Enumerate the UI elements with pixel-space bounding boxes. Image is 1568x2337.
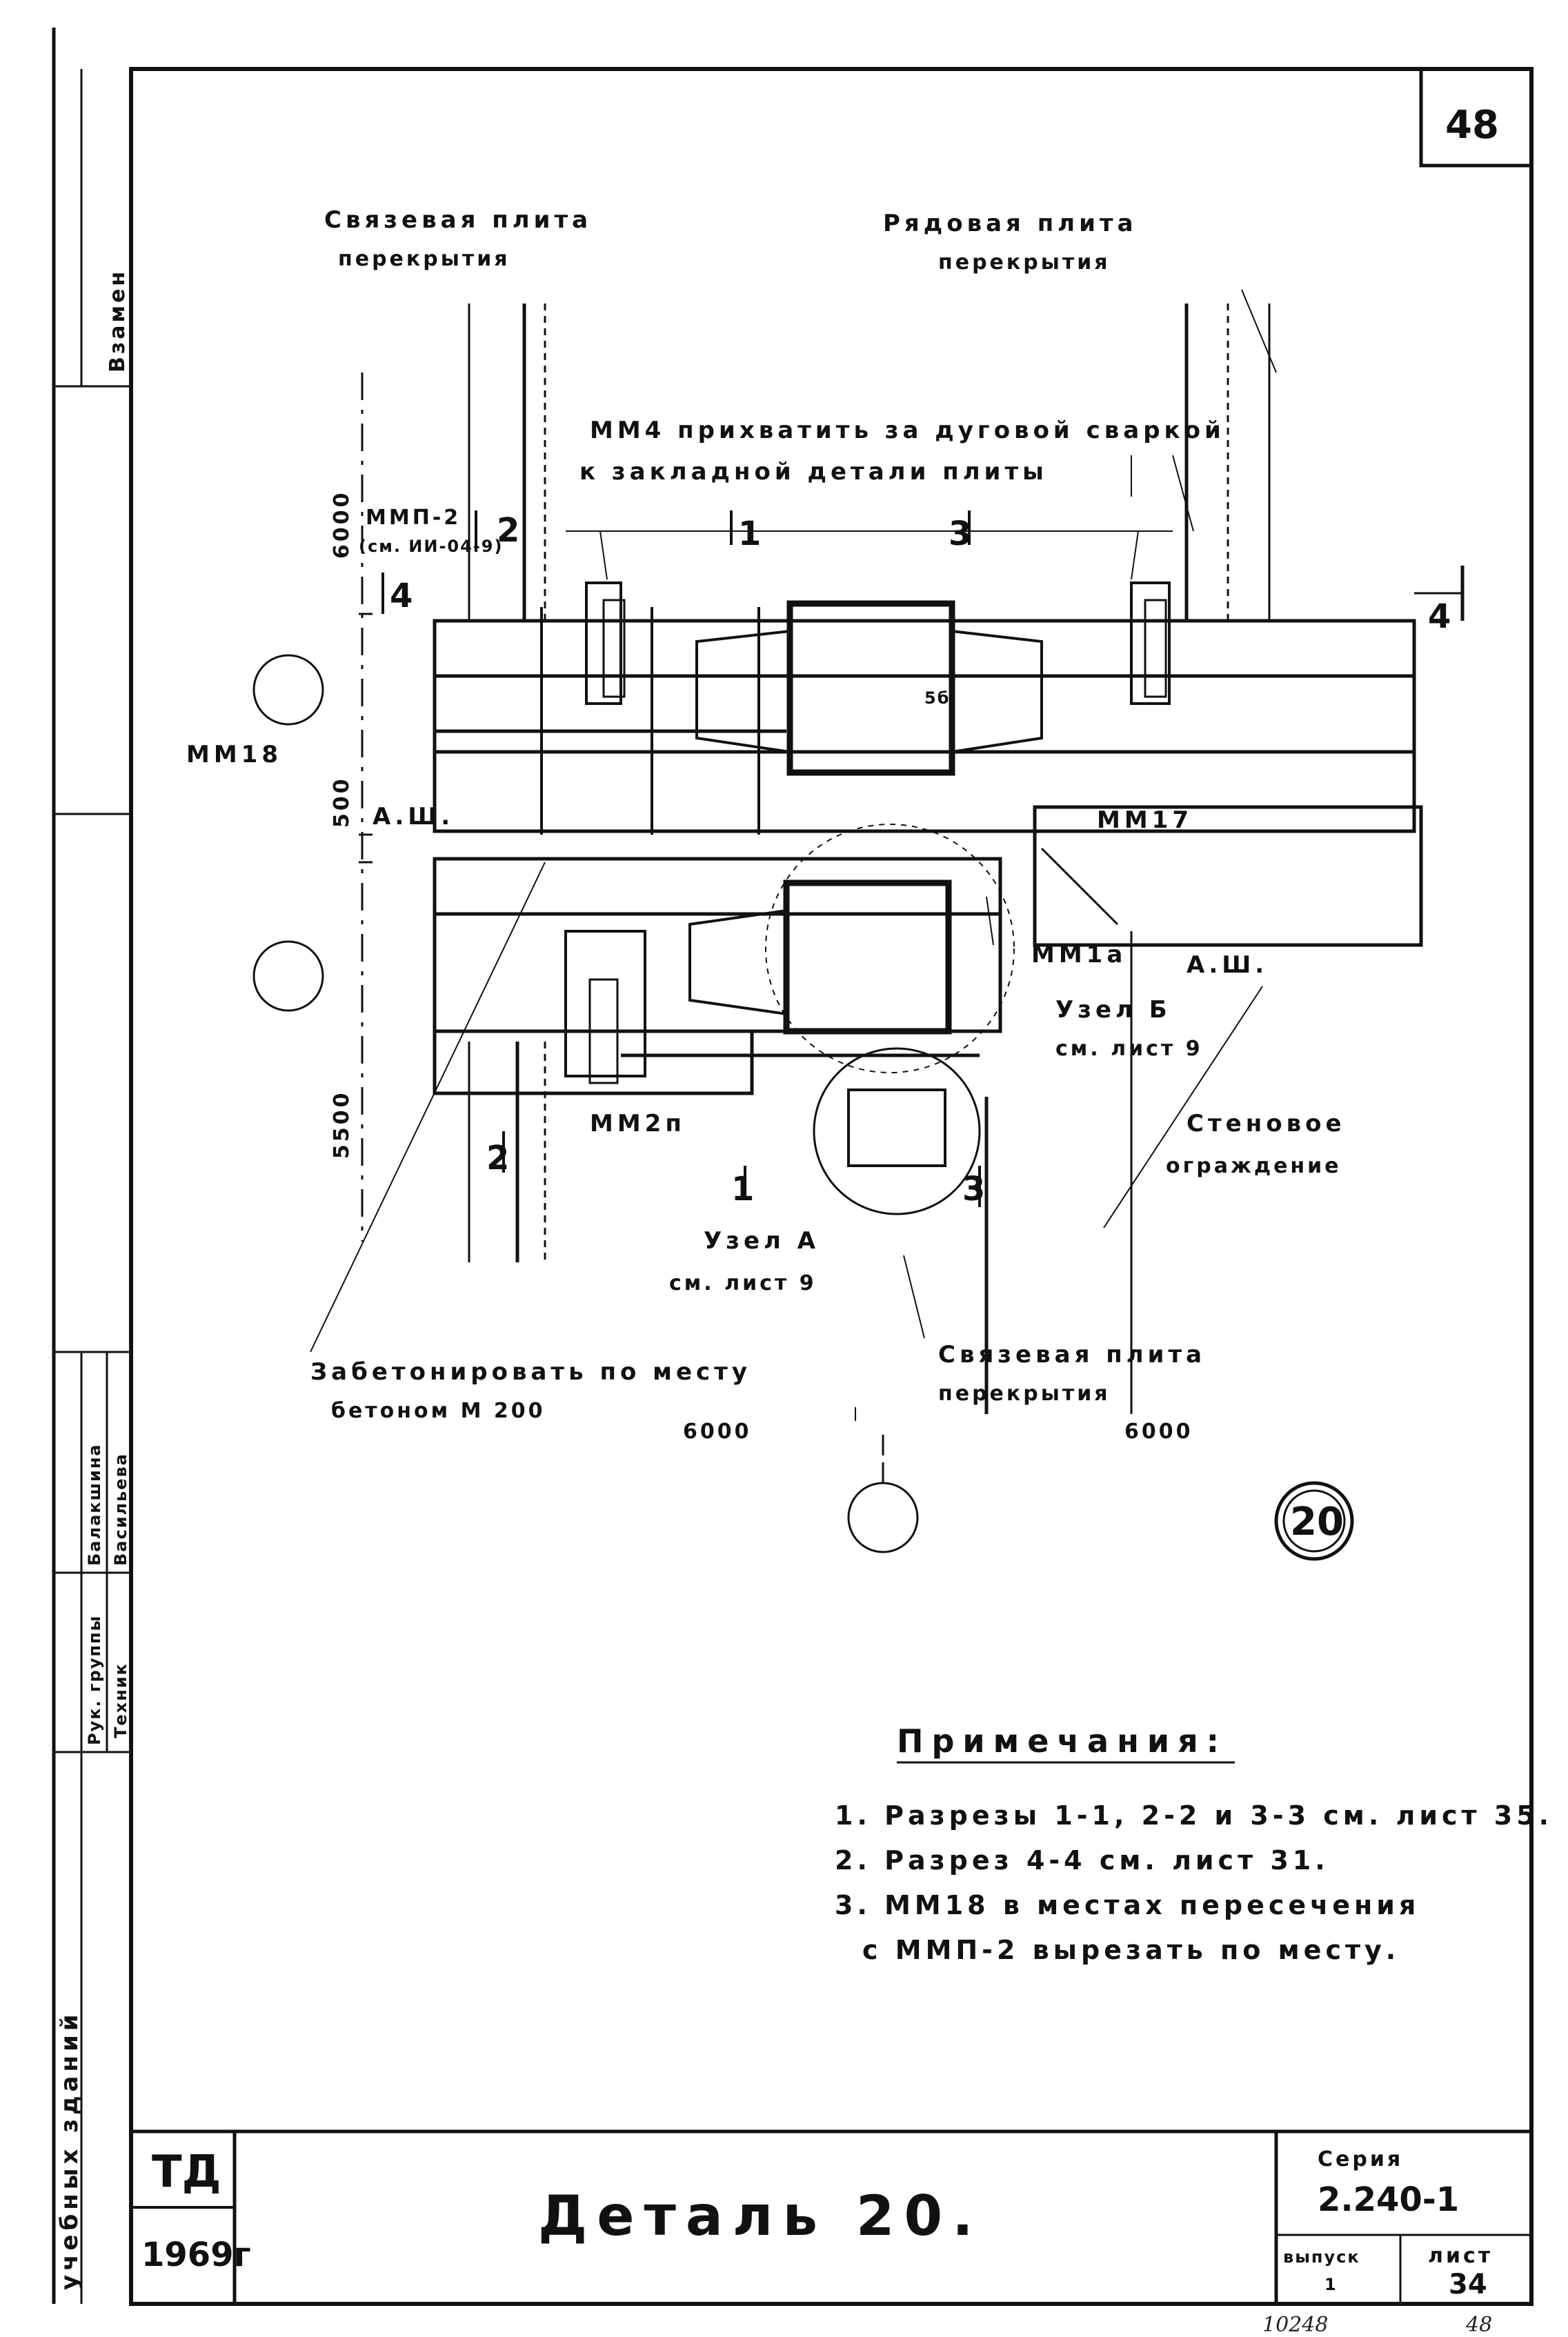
label-mm2p: ММ2п bbox=[590, 1110, 686, 1137]
detail-circle bbox=[1274, 1481, 1354, 1561]
label-ash-right: А.Ш. bbox=[1187, 951, 1268, 979]
structure bbox=[310, 289, 1465, 1421]
detail-number: 20 bbox=[1290, 1500, 1344, 1544]
stamp-issue: 1 bbox=[1324, 2275, 1338, 2294]
section-3-bottom: 3 bbox=[962, 1170, 985, 1209]
stamp-series-label: Серия bbox=[1318, 2147, 1403, 2171]
label-row-slab: Рядовая плита bbox=[883, 210, 1138, 237]
note-item-4: с ММП-2 вырезать по месту. bbox=[862, 1935, 1400, 1965]
stamp-title: Деталь 20. bbox=[538, 2184, 983, 2248]
label-mmp2-ref: (см. ИИ-04-9) bbox=[359, 537, 503, 556]
note-item-2: 2. Разрез 4-4 см. лист 31. bbox=[835, 1845, 1329, 1876]
axis-bubble-middle bbox=[252, 940, 324, 1012]
stamp-issue-label: выпуск bbox=[1283, 2247, 1360, 2267]
handwritten-corner: 48 bbox=[1465, 2313, 1492, 2337]
axis-bubble-top bbox=[252, 654, 324, 726]
stamp-org: ТД bbox=[152, 2147, 221, 2198]
axis-bubble-bottom bbox=[847, 1482, 919, 1553]
handwritten-bottom: 10248 bbox=[1262, 2313, 1328, 2337]
label-node-b-ref: см. лист 9 bbox=[1055, 1037, 1203, 1061]
box-label-5b: 5б bbox=[924, 688, 950, 708]
section-4-left: 4 bbox=[390, 577, 413, 615]
label-wall: Стеновое bbox=[1187, 1110, 1346, 1137]
stamp-year: 1969г bbox=[141, 2236, 251, 2274]
note-item-3: 3. ММ18 в местах пересечения bbox=[835, 1890, 1420, 1920]
section-1-top: 1 bbox=[738, 515, 761, 553]
side-col3a: Балакшина bbox=[85, 1443, 104, 1566]
label-concrete: Забетонировать по месту bbox=[310, 1358, 751, 1386]
section-2-top: 2 bbox=[497, 511, 519, 550]
label-mmp2: ММП-2 bbox=[366, 506, 461, 530]
label-tie-slab-top-2: перекрытия bbox=[338, 247, 510, 271]
dim-6000-b2: 6000 bbox=[1124, 1420, 1193, 1444]
side-col3b: Васильева bbox=[111, 1453, 130, 1566]
sheet-frame bbox=[52, 28, 1534, 2306]
label-wall-2: ограждение bbox=[1166, 1154, 1342, 1178]
section-4-right: 4 bbox=[1428, 597, 1451, 636]
notes-title: Примечания: bbox=[897, 1722, 1227, 1760]
label-node-a: Узел А bbox=[704, 1227, 820, 1255]
note-item-1: 1. Разрезы 1-1, 2-2 и 3-3 см. лист 35. bbox=[835, 1800, 1553, 1831]
stamp-sheet: 34 bbox=[1449, 2269, 1487, 2300]
page-number: 48 bbox=[1445, 103, 1499, 148]
section-1-bottom: 1 bbox=[731, 1170, 754, 1209]
grid-axes bbox=[252, 372, 919, 1553]
label-node-a-ref: см. лист 9 bbox=[669, 1271, 817, 1295]
label-mm17: ММ17 bbox=[1097, 806, 1193, 834]
side-top: Взамен bbox=[106, 269, 130, 372]
side-col2b: Техник bbox=[111, 1662, 130, 1738]
label-mm18: ММ18 bbox=[186, 741, 282, 768]
label-node-b: Узел Б bbox=[1055, 996, 1171, 1024]
label-ash-left: А.Ш. bbox=[373, 803, 454, 831]
label-mm1a: ММ1а bbox=[1031, 941, 1127, 968]
label-row-slab-2: перекрытия bbox=[938, 250, 1111, 275]
label-tie-slab-bottom-2: перекрытия bbox=[938, 1382, 1111, 1406]
dim-6000-left: 6000 bbox=[330, 490, 354, 559]
label-mm4-note: ММ4 прихватить за дуговой сваркой bbox=[590, 417, 1225, 444]
dim-5500: 5500 bbox=[330, 1091, 354, 1160]
label-tie-slab-top: Связевая плита bbox=[324, 206, 592, 234]
stamp-sheet-label: лист bbox=[1428, 2244, 1493, 2268]
side-col1: учебных зданий bbox=[56, 2010, 83, 2290]
side-col2a: Рук. группы bbox=[85, 1615, 104, 1745]
label-tie-slab-bottom: Связевая плита bbox=[938, 1341, 1206, 1369]
dim-6000-b1: 6000 bbox=[683, 1420, 752, 1444]
label-concrete-2: бетоном М 200 bbox=[331, 1399, 546, 1423]
section-3-top: 3 bbox=[949, 515, 971, 553]
dim-500: 500 bbox=[330, 776, 354, 828]
section-2-bottom: 2 bbox=[486, 1139, 509, 1177]
stamp-series: 2.240-1 bbox=[1318, 2180, 1459, 2219]
label-mm4-note-2: к закладной детали плиты bbox=[579, 458, 1048, 486]
